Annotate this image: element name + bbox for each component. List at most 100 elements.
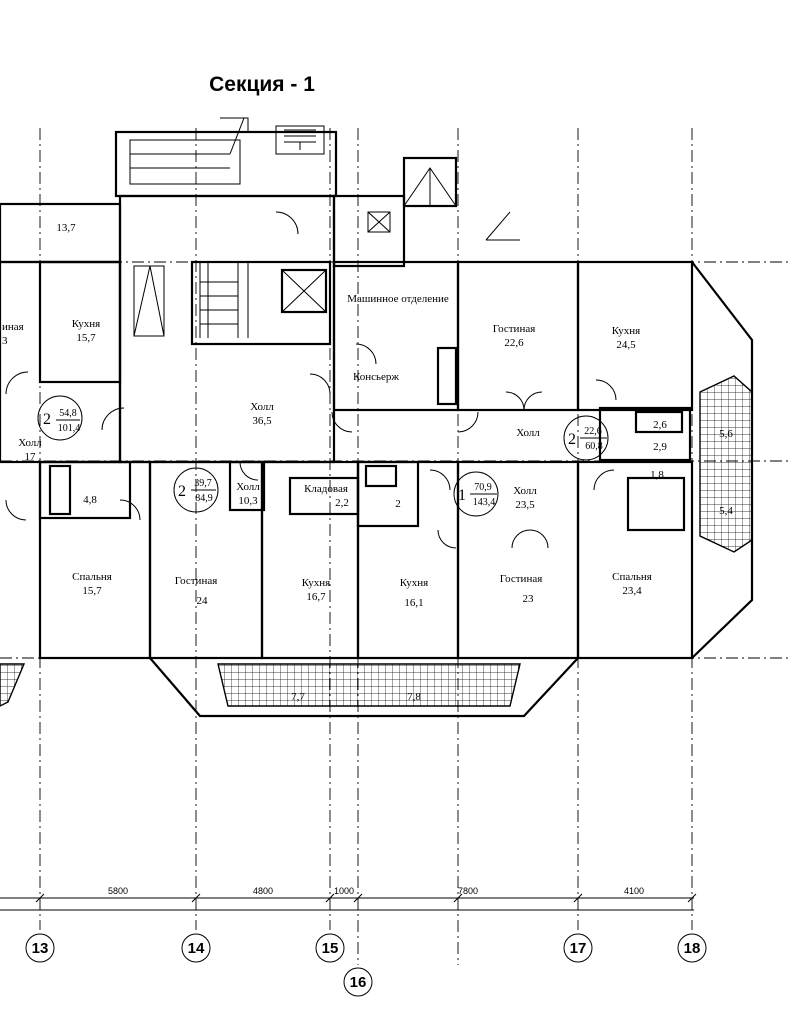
- svg-text:2: 2: [395, 498, 401, 510]
- svg-text:18: 18: [684, 940, 701, 957]
- svg-text:Кухня: Кухня: [302, 577, 330, 589]
- room-78: 7,8: [407, 691, 421, 703]
- dim-1000: 1000: [334, 886, 354, 896]
- room-concierge: Консьерж: [353, 371, 399, 383]
- room-living-23: Гостиная 23: [500, 573, 543, 605]
- svg-text:1: 1: [458, 487, 466, 504]
- room-kitchen-157: Кухня 15,7: [72, 318, 100, 344]
- room-kitchen-245: Кухня 24,5: [612, 325, 640, 351]
- svg-text:16: 16: [350, 974, 367, 991]
- room-hall-right: Холл: [516, 427, 540, 439]
- svg-text:15,7: 15,7: [82, 585, 102, 597]
- axis-marker-18: 18: [677, 933, 707, 963]
- svg-text:16,7: 16,7: [306, 591, 326, 603]
- svg-text:70,9: 70,9: [474, 482, 492, 493]
- balconies: [0, 261, 754, 718]
- room-kitchen-161: Кухня 16,1: [400, 577, 428, 609]
- svg-text:15,7: 15,7: [76, 332, 96, 344]
- svg-text:10,3: 10,3: [238, 495, 258, 507]
- svg-text:Машинное отделение: Машинное отделение: [347, 293, 449, 305]
- svg-text:2,9: 2,9: [653, 441, 667, 453]
- svg-text:13: 13: [32, 940, 49, 957]
- axis-marker-13: 13: [25, 933, 55, 963]
- axis-marker-16: 16: [343, 967, 373, 997]
- svg-text:17: 17: [25, 451, 37, 463]
- room-2: 2: [395, 498, 401, 510]
- room-137: 13,7: [56, 222, 76, 234]
- axis-lines: [0, 128, 788, 965]
- stair-block: [114, 117, 458, 233]
- svg-text:Кладовая: Кладовая: [304, 483, 348, 495]
- dim-5800: 5800: [108, 886, 128, 896]
- svg-text:23,5: 23,5: [515, 499, 535, 511]
- apartment-tags: 2 54,8 101,4 2 39,7 84,9 1 70,9 143,4 2 …: [37, 395, 609, 517]
- svg-text:39,7: 39,7: [194, 478, 212, 489]
- svg-text:Холл: Холл: [18, 437, 42, 449]
- svg-text:15: 15: [322, 940, 339, 957]
- room-machine: Машинное отделение: [347, 293, 449, 305]
- room-bed-234: Спальня 23,4: [612, 571, 652, 597]
- svg-text:22,6: 22,6: [504, 337, 524, 349]
- svg-text:23,4: 23,4: [622, 585, 642, 597]
- svg-text:143,4: 143,4: [473, 497, 496, 508]
- apartment-tag-d: 2 22,6 60,8: [563, 415, 609, 461]
- svg-text:Холл: Холл: [250, 401, 274, 413]
- room-29: 2,9: [653, 441, 667, 453]
- svg-text:Кухня: Кухня: [400, 577, 428, 589]
- room-18: 1,8: [650, 469, 664, 481]
- room-hall-235: Холл 23,5: [513, 485, 537, 511]
- svg-text:101,4: 101,4: [58, 423, 81, 434]
- svg-text:Гостиная: Гостиная: [500, 573, 543, 585]
- dim-4100: 4100: [624, 886, 644, 896]
- room-kitchen-167: Кухня 16,7: [302, 577, 330, 603]
- svg-text:24,5: 24,5: [616, 339, 636, 351]
- room-hall-103: Холл 10,3: [236, 481, 260, 507]
- svg-text:23: 23: [523, 593, 535, 605]
- room-54: 5,4: [719, 505, 733, 517]
- room-bed-157: Спальня 15,7: [72, 571, 112, 597]
- svg-text:5,6: 5,6: [719, 428, 733, 440]
- svg-text:13,7: 13,7: [56, 222, 76, 234]
- svg-text:4,8: 4,8: [83, 494, 97, 506]
- dimension-line: 5800 4800 1000 7800 4100: [0, 886, 697, 911]
- dim-7800: 7800: [458, 886, 478, 896]
- svg-text:7,8: 7,8: [407, 691, 421, 703]
- svg-text:иная: иная: [2, 321, 24, 333]
- svg-text:7,7: 7,7: [291, 691, 305, 703]
- svg-text:2: 2: [568, 431, 576, 448]
- room-hall-365: Холл 36,5: [250, 401, 274, 427]
- svg-text:Консьерж: Консьерж: [353, 371, 399, 383]
- room-48: 4,8: [83, 494, 97, 506]
- svg-text:22,6: 22,6: [584, 426, 602, 437]
- svg-text:Кухня: Кухня: [72, 318, 100, 330]
- svg-text:Гостиная: Гостиная: [493, 323, 536, 335]
- svg-text:Холл: Холл: [236, 481, 260, 493]
- svg-text:2,2: 2,2: [335, 497, 349, 509]
- apartment-tag-b: 2 39,7 84,9: [173, 467, 219, 513]
- svg-text:Спальня: Спальня: [612, 571, 652, 583]
- svg-text:54,8: 54,8: [59, 408, 77, 419]
- svg-text:3: 3: [2, 335, 8, 347]
- svg-text:5,4: 5,4: [719, 505, 733, 517]
- svg-text:2,6: 2,6: [653, 419, 667, 431]
- svg-text:Гостиная: Гостиная: [175, 575, 218, 587]
- svg-text:16,1: 16,1: [404, 597, 423, 609]
- svg-text:Кухня: Кухня: [612, 325, 640, 337]
- room-pantry: Кладовая 2,2: [304, 483, 349, 509]
- svg-text:Холл: Холл: [513, 485, 537, 497]
- svg-text:2: 2: [178, 483, 186, 500]
- svg-text:Спальня: Спальня: [72, 571, 112, 583]
- axis-markers: 13 14 15 16 17 18: [25, 933, 707, 997]
- svg-text:14: 14: [188, 940, 205, 957]
- svg-text:60,8: 60,8: [585, 441, 603, 452]
- door-swings: [5, 211, 617, 549]
- dim-4800: 4800: [253, 886, 273, 896]
- svg-text:1,8: 1,8: [650, 469, 664, 481]
- axis-marker-14: 14: [181, 933, 211, 963]
- svg-text:36,5: 36,5: [252, 415, 272, 427]
- apartment-tag-a: 2 54,8 101,4: [37, 395, 83, 441]
- room-living-cut: иная 3: [2, 321, 24, 347]
- room-56: 5,6: [719, 428, 733, 440]
